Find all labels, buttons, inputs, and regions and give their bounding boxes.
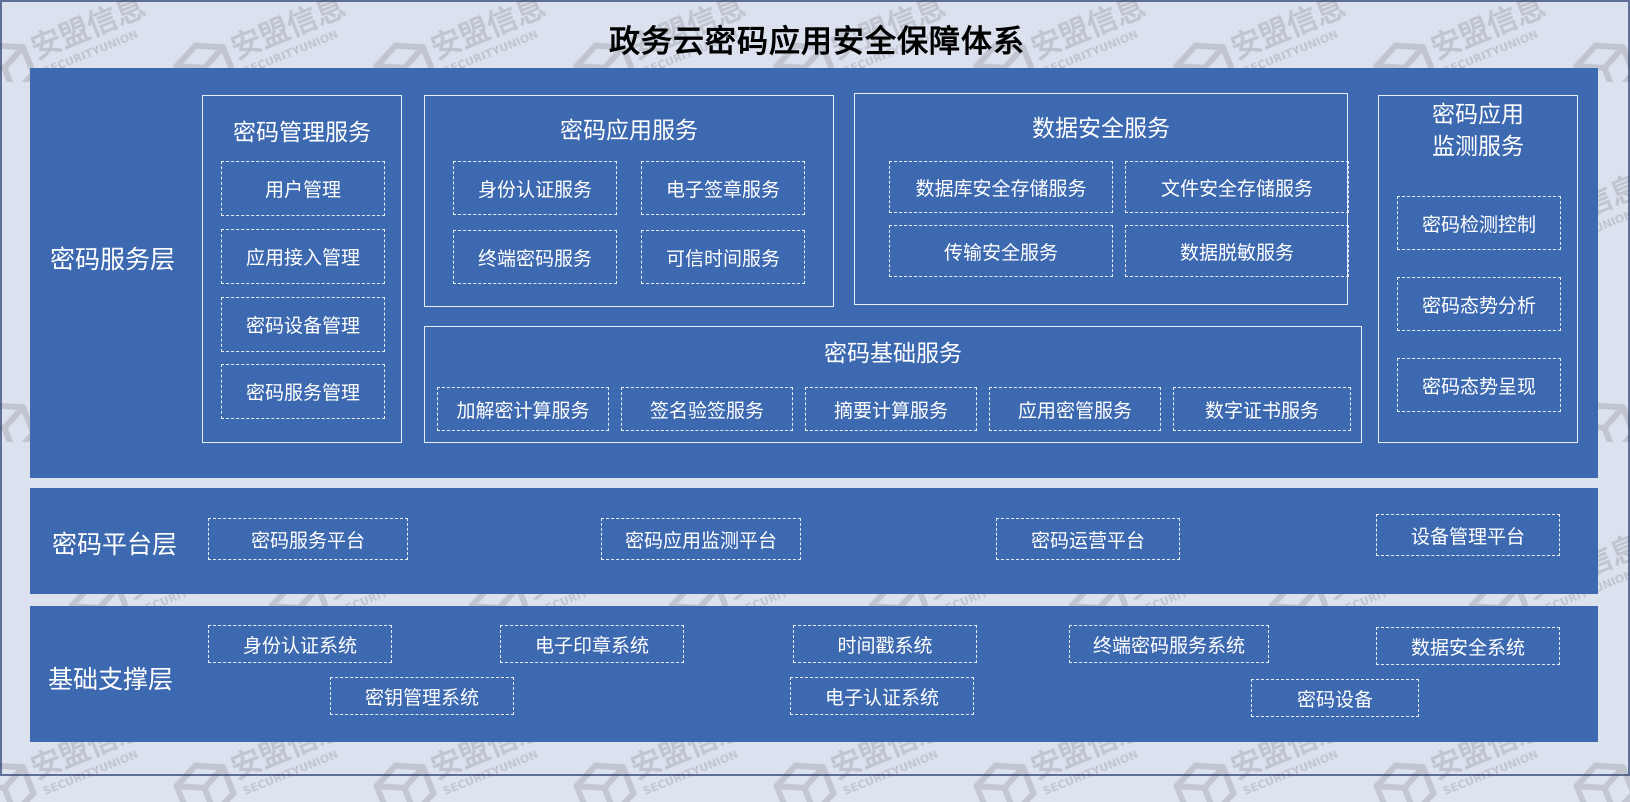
monitoring-group: 密码应用 监测服务 密码检测控制 密码态势分析 密码态势呈现 bbox=[1378, 95, 1578, 443]
basic-services-title: 密码基础服务 bbox=[824, 341, 962, 367]
app-services-group: 密码应用服务 身份认证服务 电子签章服务 终端密码服务 可信时间服务 bbox=[424, 95, 834, 307]
crypto-operation-platform-box: 密码运营平台 bbox=[996, 518, 1180, 560]
basic-services-group: 密码基础服务 加解密计算服务 签名验签服务 摘要计算服务 应用密管服务 数字证书… bbox=[424, 326, 1362, 443]
svg-text:SECURITYUNION: SECURITYUNION bbox=[241, 748, 340, 798]
key-management-title: 密码管理服务 bbox=[233, 120, 371, 146]
key-management-system-box: 密钥管理系统 bbox=[330, 677, 514, 715]
crypto-app-monitoring-platform-box: 密码应用监测平台 bbox=[601, 518, 801, 560]
key-management-group: 密码管理服务 用户管理 应用接入管理 密码设备管理 密码服务管理 bbox=[202, 95, 402, 443]
app-services-title: 密码应用服务 bbox=[560, 118, 698, 144]
user-management-box: 用户管理 bbox=[221, 161, 385, 216]
support-layer: 基础支撑层 身份认证系统 电子印章系统 时间戳系统 终端密码服务系统 数据安全系… bbox=[30, 606, 1598, 742]
e-auth-system-box: 电子认证系统 bbox=[790, 677, 974, 715]
platform-layer: 密码平台层 密码服务平台 密码应用监测平台 密码运营平台 设备管理平台 bbox=[30, 488, 1598, 594]
sign-verify-service-box: 签名验签服务 bbox=[621, 387, 793, 431]
monitoring-title-line1: 密码应用 bbox=[1432, 102, 1524, 128]
svg-text:SECURITYUNION: SECURITYUNION bbox=[641, 748, 740, 798]
svg-text:安盟信息: 安盟信息 bbox=[1626, 352, 1630, 427]
trusted-time-service-box: 可信时间服务 bbox=[641, 230, 805, 284]
platform-layer-label: 密码平台层 bbox=[52, 530, 178, 559]
encrypt-decrypt-service-box: 加解密计算服务 bbox=[437, 387, 609, 431]
svg-text:SECURITYUNION: SECURITYUNION bbox=[841, 748, 940, 798]
crypto-detection-box: 密码检测控制 bbox=[1397, 196, 1561, 250]
device-management-platform-box: 设备管理平台 bbox=[1376, 514, 1560, 556]
digital-certificate-box: 数字证书服务 bbox=[1173, 387, 1351, 431]
crypto-device-management-box: 密码设备管理 bbox=[221, 297, 385, 352]
crypto-situation-analysis-box: 密码态势分析 bbox=[1397, 277, 1561, 331]
identity-auth-system-box: 身份认证系统 bbox=[208, 625, 392, 663]
monitoring-title-line2: 监测服务 bbox=[1432, 134, 1524, 160]
file-secure-storage-box: 文件安全存储服务 bbox=[1125, 161, 1349, 213]
app-access-management-box: 应用接入管理 bbox=[221, 229, 385, 284]
svg-text:SECURITYUNION: SECURITYUNION bbox=[1241, 748, 1340, 798]
digest-service-box: 摘要计算服务 bbox=[805, 387, 977, 431]
terminal-crypto-system-box: 终端密码服务系统 bbox=[1069, 625, 1269, 663]
data-security-group: 数据安全服务 数据库安全存储服务 文件安全存储服务 传输安全服务 数据脱敏服务 bbox=[854, 93, 1349, 305]
svg-text:SECURITYUNION: SECURITYUNION bbox=[1041, 748, 1140, 798]
timestamp-system-box: 时间戳系统 bbox=[793, 625, 977, 663]
terminal-crypto-service-box: 终端密码服务 bbox=[453, 230, 617, 284]
transport-security-box: 传输安全服务 bbox=[889, 225, 1113, 277]
db-secure-storage-box: 数据库安全存储服务 bbox=[889, 161, 1113, 213]
svg-text:SECURITYUNION: SECURITYUNION bbox=[441, 748, 540, 798]
e-seal-system-box: 电子印章系统 bbox=[500, 625, 684, 663]
data-security-title: 数据安全服务 bbox=[1032, 116, 1170, 142]
app-key-management-box: 应用密管服务 bbox=[989, 387, 1161, 431]
crypto-device-box: 密码设备 bbox=[1251, 679, 1419, 717]
service-layer: 密码服务层 密码管理服务 用户管理 应用接入管理 密码设备管理 密码服务管理 密… bbox=[30, 68, 1598, 478]
crypto-service-platform-box: 密码服务平台 bbox=[208, 518, 408, 560]
data-masking-box: 数据脱敏服务 bbox=[1125, 225, 1349, 277]
crypto-service-management-box: 密码服务管理 bbox=[221, 364, 385, 419]
svg-text:SECURITYUNION: SECURITYUNION bbox=[41, 748, 140, 798]
svg-text:SECURITYUNION: SECURITYUNION bbox=[1441, 748, 1540, 798]
crypto-situation-display-box: 密码态势呈现 bbox=[1397, 358, 1561, 412]
page-title: 政务云密码应用安全保障体系 bbox=[609, 24, 1025, 60]
identity-auth-service-box: 身份认证服务 bbox=[453, 161, 617, 215]
e-signature-service-box: 电子签章服务 bbox=[641, 161, 805, 215]
service-layer-label: 密码服务层 bbox=[50, 245, 176, 274]
support-layer-label: 基础支撑层 bbox=[48, 665, 174, 694]
data-security-system-box: 数据安全系统 bbox=[1376, 627, 1560, 665]
svg-text:安盟信息: 安盟信息 bbox=[1626, 712, 1630, 787]
